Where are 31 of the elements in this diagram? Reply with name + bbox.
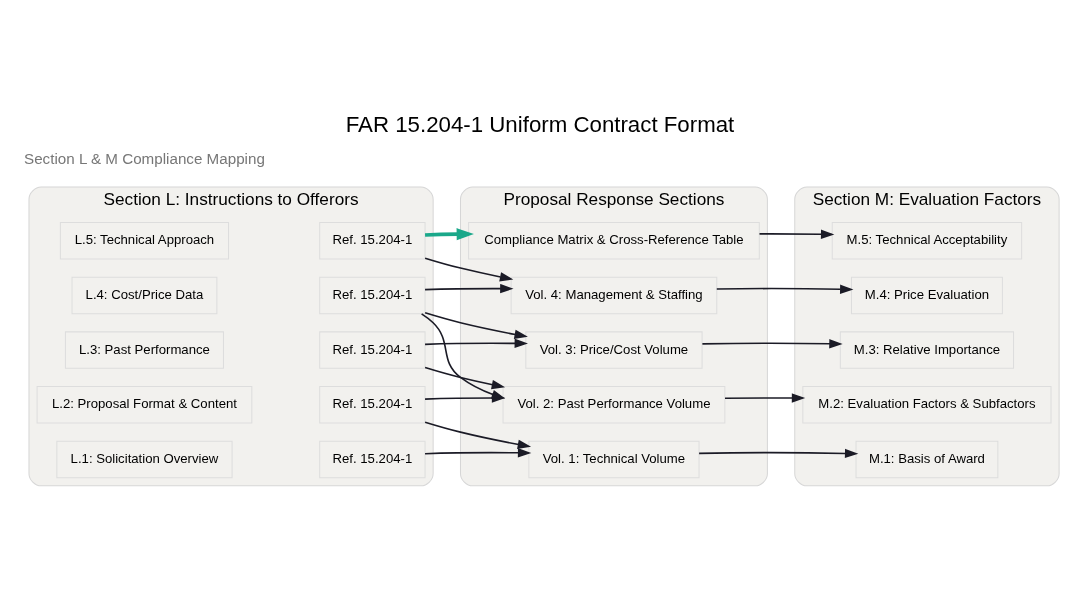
arrow	[698, 448, 859, 458]
node-box: Ref. 15.204-1	[319, 221, 426, 259]
node-box: Ref. 15.204-1	[319, 276, 426, 314]
arrow	[424, 283, 514, 293]
arrow	[420, 312, 506, 399]
label: Section L & M Compliance Mapping	[24, 149, 265, 167]
node-box: Vol. 4: Management & Staffing	[510, 276, 718, 314]
arrow	[758, 229, 835, 239]
arrow	[424, 338, 528, 348]
diagram-title: FAR 15.204-1 Uniform Contract Format	[345, 111, 735, 137]
node-box: Ref. 15.204-1	[319, 440, 426, 478]
node-box: M.2: Evaluation Factors & Subfactors	[802, 385, 1052, 424]
node-box: M.5: Technical Acceptability	[831, 221, 1023, 259]
arrow	[424, 447, 532, 457]
node-box: M.1: Basis of Award	[855, 440, 999, 478]
node-box: Vol. 2: Past Performance Volume	[502, 385, 726, 424]
arrow	[424, 366, 506, 389]
arrow	[424, 311, 528, 339]
node-box: M.3: Relative Importance	[839, 330, 1015, 369]
arrow	[425, 227, 474, 240]
node-box: M.4: Price Evaluation	[850, 276, 1003, 314]
arrow	[424, 256, 514, 281]
arrow	[424, 420, 532, 449]
node-box: Compliance Matrix & Cross-Reference Table	[468, 221, 760, 259]
node-box: Vol. 3: Price/Cost Volume	[525, 330, 703, 369]
node-box: Ref. 15.204-1	[319, 385, 426, 424]
node-box: Ref. 15.204-1	[319, 330, 426, 369]
arrow	[701, 338, 843, 348]
arrow	[724, 392, 806, 403]
node-box: Vol. 1: Technical Volume	[528, 440, 700, 478]
arrow	[715, 284, 854, 294]
